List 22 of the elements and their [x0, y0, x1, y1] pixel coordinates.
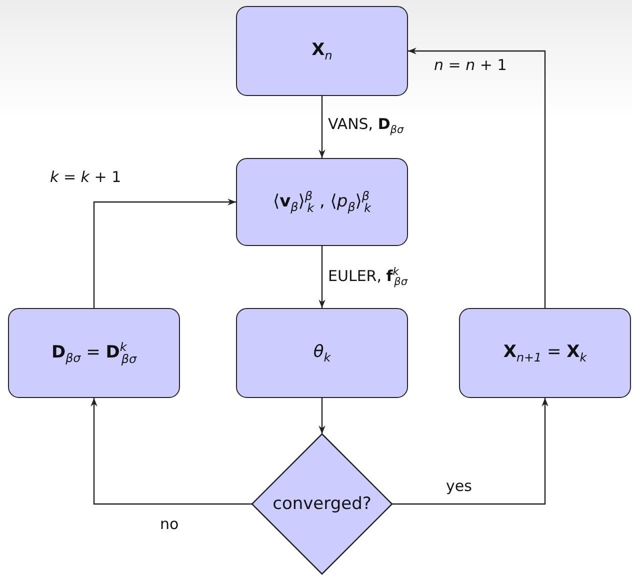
- process-box: [8, 308, 180, 398]
- arrow: [392, 398, 548, 505]
- arrow: [90, 398, 252, 505]
- formula-text: X$_{n+1}$ = X$_{k}$: [503, 342, 587, 364]
- formula-text: θ$_{k}$: [313, 342, 331, 364]
- edge-label: yes: [446, 477, 472, 495]
- process-box: [459, 308, 631, 398]
- arrow: [318, 398, 326, 434]
- process-box: [236, 6, 408, 96]
- decision-label: converged?: [272, 494, 372, 514]
- process-box: [236, 308, 408, 398]
- arrow: [318, 96, 326, 158]
- process-box: [236, 158, 408, 246]
- edge-label: n = n + 1: [434, 56, 507, 74]
- arrow: [93, 198, 236, 308]
- edge-label: VANS, D$_{βσ}$: [328, 115, 404, 136]
- edge-label: k = k + 1: [50, 168, 122, 186]
- edge-label: no: [160, 515, 179, 533]
- arrow: [318, 246, 326, 308]
- formula-text: X$_{n}$: [312, 40, 332, 62]
- arrow: [408, 48, 546, 308]
- decision-diamond: [252, 434, 392, 574]
